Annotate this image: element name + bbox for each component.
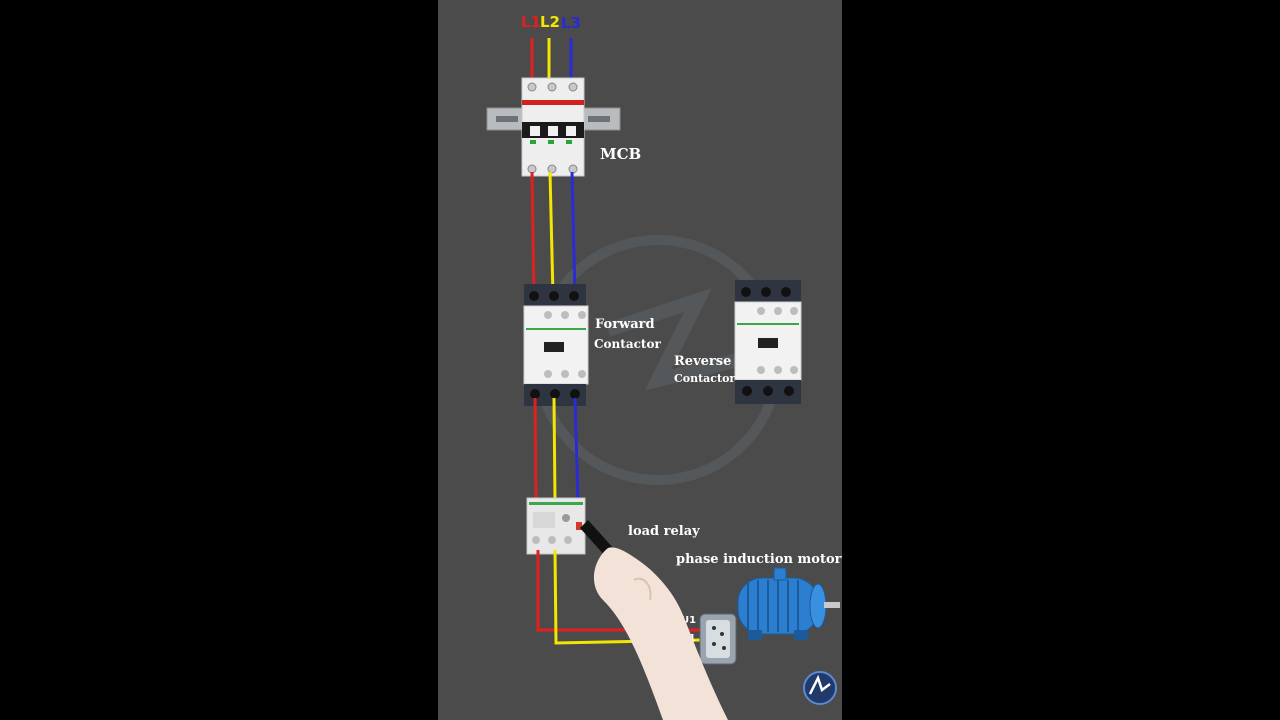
motor-terminal-box — [699, 613, 737, 665]
diagram-canvas: L1 L2 L3 MCB — [438, 0, 842, 720]
mcb-to-contactor-wires — [530, 171, 577, 297]
wiring-diagram: L1 L2 L3 MCB — [486, 13, 842, 720]
forward-contactor-label-line1: Forward — [595, 317, 655, 332]
reverse-contactor-label-line2: Contactor — [674, 372, 735, 385]
phase-l2-label: L2 — [540, 13, 560, 31]
motor-label: phase induction motor — [676, 552, 842, 567]
supply-wires — [530, 38, 573, 84]
forward-contactor-label-line2: Contactor — [594, 337, 661, 351]
terminal-u1-label: U1 — [681, 615, 696, 626]
overload-relay-label: load relay — [628, 524, 700, 539]
induction-motor-icon — [737, 567, 840, 640]
reverse-contactor-label-line1: Reverse — [674, 354, 731, 369]
forward-contactor — [523, 284, 589, 406]
contactor-to-relay-wires — [533, 397, 580, 503]
mcb-breaker — [486, 77, 621, 177]
channel-logo-icon — [803, 671, 837, 705]
phase-l1-label: L1 — [521, 13, 541, 31]
mcb-label: MCB — [600, 145, 641, 163]
phase-l3-label: L3 — [561, 14, 581, 32]
reverse-contactor — [734, 280, 802, 404]
overload-relay — [526, 497, 586, 555]
hand-with-marker — [580, 520, 728, 720]
